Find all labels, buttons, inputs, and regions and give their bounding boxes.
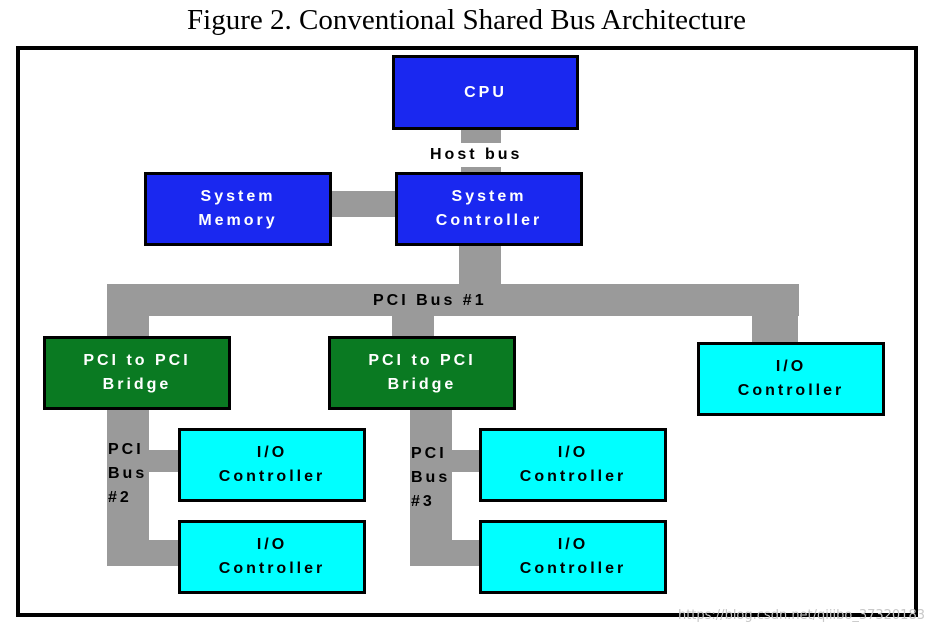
io-controller-bus3-top-box: I/O Controller xyxy=(479,428,667,502)
pci-bus-1-drop-left xyxy=(107,284,149,338)
pci-bus-3-branch-bottom xyxy=(410,540,484,566)
pci-bus-3-branch-top xyxy=(410,450,484,472)
pci-bus-1-label: PCI Bus #1 xyxy=(373,292,487,309)
io-controller-right-box: I/O Controller xyxy=(697,342,885,416)
host-bus-label: Host bus xyxy=(428,143,525,167)
memory-bus-line xyxy=(330,191,398,217)
pci-bus-2-branch-bottom xyxy=(107,540,181,566)
figure-title: Figure 2. Conventional Shared Bus Archit… xyxy=(187,4,746,36)
pci-bus-2-trunk xyxy=(107,408,149,566)
pci-bus-3-label: PCI Bus #3 xyxy=(411,445,451,510)
system-controller-box: System Controller xyxy=(395,172,583,246)
io-controller-bus2-top-box: I/O Controller xyxy=(178,428,366,502)
io-controller-bus3-bottom-box: I/O Controller xyxy=(479,520,667,594)
pci-bus-2-label: PCI Bus #2 xyxy=(108,441,148,506)
io-controller-bus2-bottom-box: I/O Controller xyxy=(178,520,366,594)
controller-to-pci1-line xyxy=(459,244,501,286)
system-memory-box: System Memory xyxy=(144,172,332,246)
pci-bus-1-line xyxy=(107,284,799,316)
pci-bus-1-drop-right xyxy=(752,284,798,344)
cpu-box: CPU xyxy=(392,55,579,130)
pci-bus-2-branch-top xyxy=(107,450,181,472)
pci-bus-3-trunk xyxy=(410,408,452,566)
pci-bus-1-drop-middle xyxy=(392,284,434,338)
pci-bridge-middle-box: PCI to PCI Bridge xyxy=(328,336,516,410)
diagram-frame xyxy=(16,46,918,617)
watermark: https://blog.csdn.net/qiiibo_37320183 xyxy=(677,608,925,623)
pci-bridge-left-box: PCI to PCI Bridge xyxy=(43,336,231,410)
